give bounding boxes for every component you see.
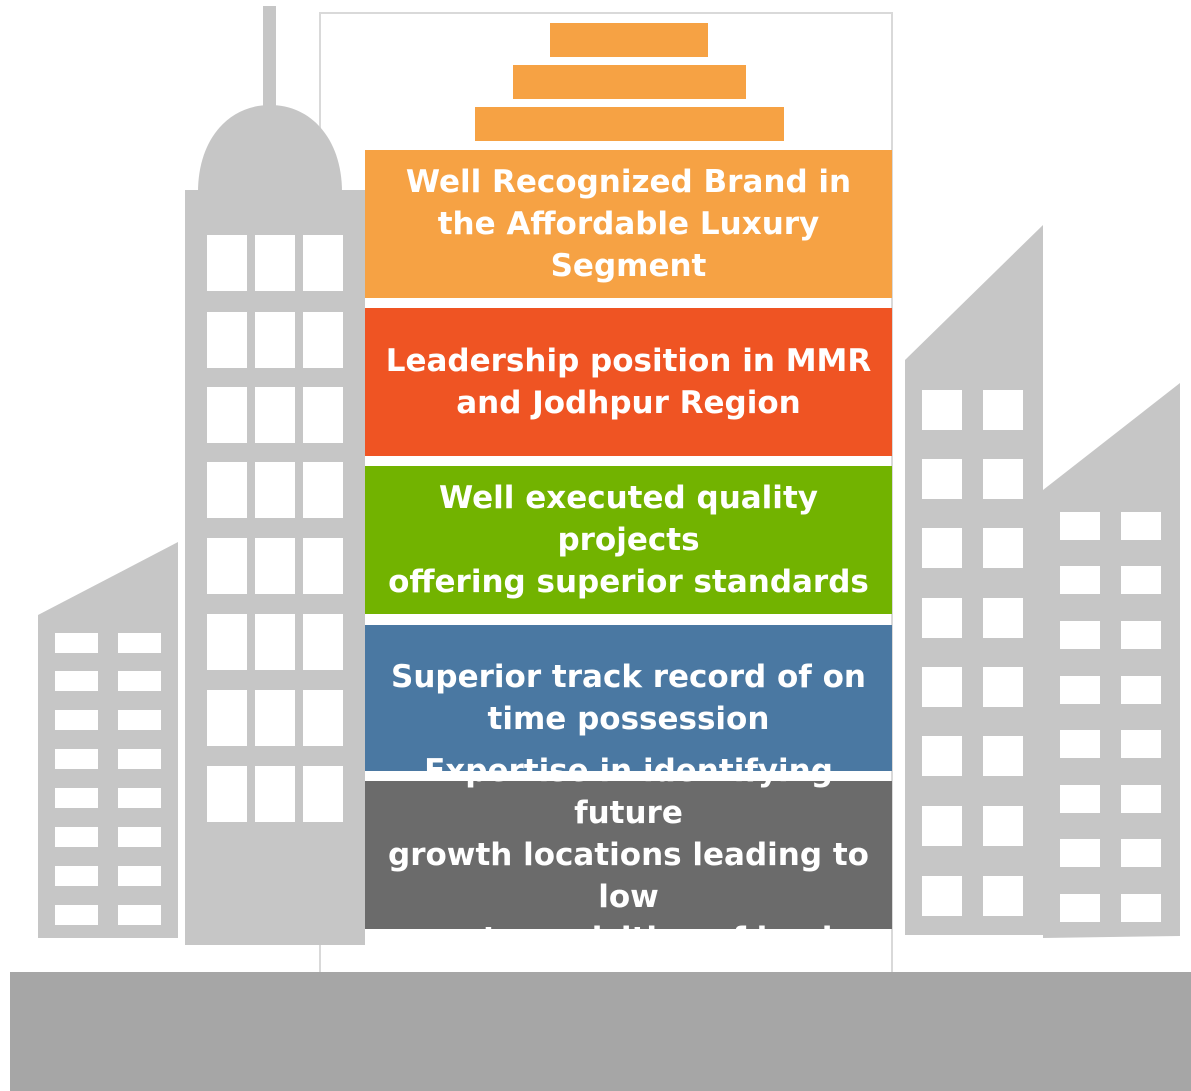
window: [55, 710, 98, 730]
window: [922, 736, 962, 776]
window: [118, 633, 161, 653]
window: [303, 614, 343, 670]
window: [118, 827, 161, 847]
window: [922, 806, 962, 846]
window: [983, 736, 1023, 776]
window: [255, 462, 295, 518]
window: [1121, 730, 1161, 758]
window: [207, 387, 247, 443]
window: [255, 312, 295, 368]
window: [55, 633, 98, 653]
pillar-brand-recognition: Well Recognized Brand in the Affordable …: [365, 150, 892, 298]
window: [1121, 566, 1161, 594]
window: [118, 905, 161, 925]
window: [1121, 676, 1161, 704]
window: [1060, 894, 1100, 922]
window: [255, 235, 295, 291]
window: [983, 667, 1023, 707]
domed-tower: [185, 6, 365, 945]
window: [1121, 894, 1161, 922]
window: [1060, 512, 1100, 540]
window: [922, 667, 962, 707]
window: [983, 598, 1023, 638]
window: [118, 671, 161, 691]
window: [303, 462, 343, 518]
window: [303, 312, 343, 368]
window: [1121, 785, 1161, 813]
window: [118, 710, 161, 730]
window: [255, 766, 295, 822]
window: [55, 866, 98, 886]
tower-dome: [198, 105, 342, 192]
pillar-on-time-possession: Superior track record of on time possess…: [365, 625, 892, 771]
window: [1060, 785, 1100, 813]
window: [1060, 566, 1100, 594]
window: [983, 528, 1023, 568]
window: [303, 690, 343, 746]
window: [1121, 839, 1161, 867]
window: [255, 614, 295, 670]
pillar-leadership-position: Leadership position in MMR and Jodhpur R…: [365, 308, 892, 456]
window: [255, 690, 295, 746]
window: [207, 312, 247, 368]
window: [1060, 676, 1100, 704]
window: [118, 866, 161, 886]
window: [1060, 621, 1100, 649]
window: [55, 671, 98, 691]
left-small-building: [38, 542, 178, 938]
window: [207, 235, 247, 291]
window: [922, 528, 962, 568]
window: [1060, 730, 1100, 758]
window: [207, 462, 247, 518]
window: [983, 876, 1023, 916]
window: [207, 766, 247, 822]
ground-strip: [10, 972, 1191, 1091]
window: [983, 390, 1023, 430]
window: [207, 690, 247, 746]
window: [207, 614, 247, 670]
window: [922, 598, 962, 638]
window: [118, 788, 161, 808]
window: [922, 876, 962, 916]
window: [255, 538, 295, 594]
window: [983, 459, 1023, 499]
window: [118, 749, 161, 769]
window: [303, 387, 343, 443]
window: [1060, 839, 1100, 867]
window: [1121, 621, 1161, 649]
window: [1121, 512, 1161, 540]
window: [303, 766, 343, 822]
window: [207, 538, 247, 594]
window: [922, 459, 962, 499]
window: [303, 235, 343, 291]
window: [922, 390, 962, 430]
pillar-land-acquisition-expertise: Expertise in identifying future growth l…: [365, 753, 892, 957]
window: [255, 387, 295, 443]
pillar-quality-projects: Well executed quality projects offering …: [365, 466, 892, 614]
right-tall-building: [905, 225, 1043, 935]
window: [55, 788, 98, 808]
tower-antenna: [263, 6, 276, 116]
right-short-building: [1043, 383, 1180, 938]
window: [983, 806, 1023, 846]
window: [55, 905, 98, 925]
window: [303, 538, 343, 594]
window: [55, 827, 98, 847]
roof-steps: [475, 23, 784, 141]
window: [55, 749, 98, 769]
